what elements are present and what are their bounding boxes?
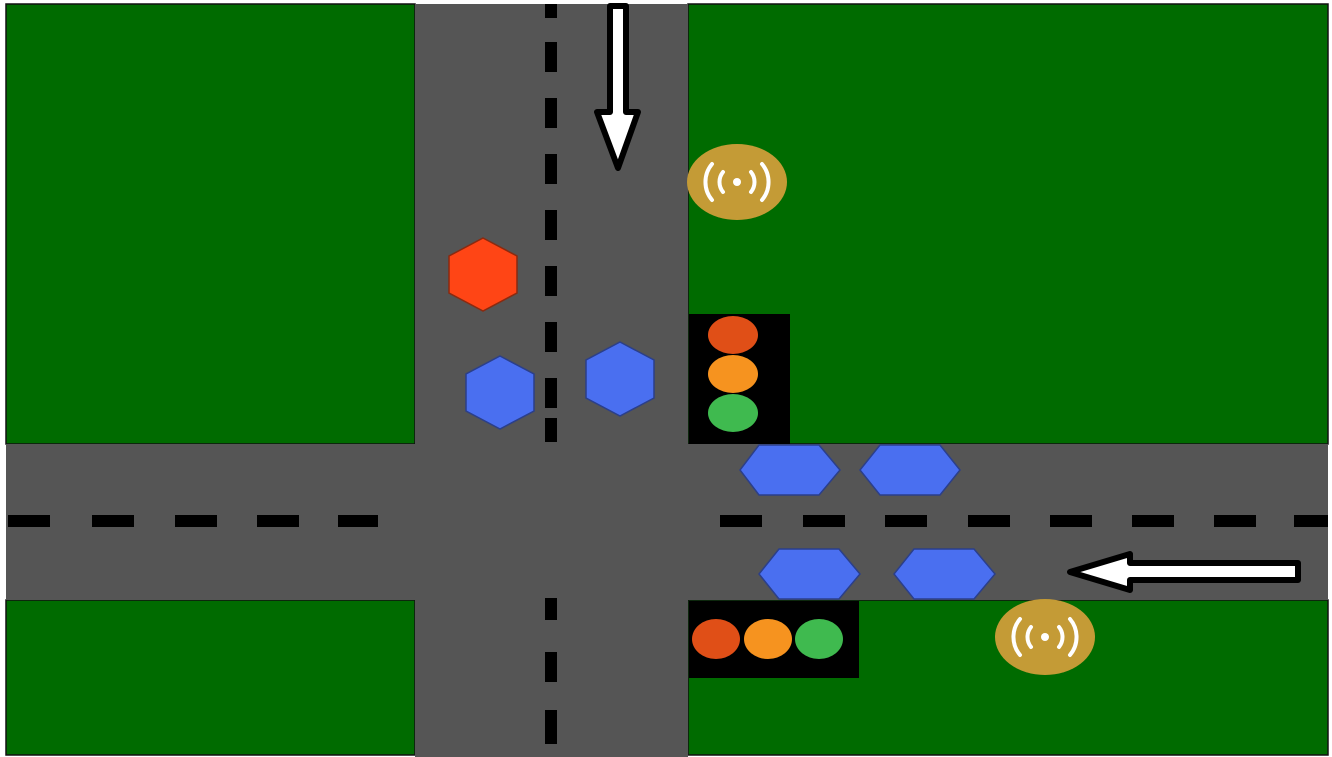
grass-top-left	[6, 4, 415, 444]
lane-dash	[1132, 515, 1174, 527]
lane-dash	[545, 598, 557, 620]
lane-dash	[545, 4, 557, 18]
lane-dash	[1214, 515, 1256, 527]
lane-dash	[545, 378, 557, 408]
vehicle	[740, 445, 840, 495]
east-traffic-light	[689, 601, 859, 678]
lane-dash	[545, 710, 557, 744]
lane-dash	[1294, 515, 1328, 527]
lane-dash	[257, 515, 299, 527]
yellow-lamp	[708, 355, 758, 393]
north-sensor	[687, 144, 787, 220]
red-lamp	[708, 316, 758, 354]
lane-dash	[545, 652, 557, 682]
green-lamp	[708, 394, 758, 432]
lane-dash	[968, 515, 1010, 527]
lane-dash	[92, 515, 134, 527]
vehicle	[860, 445, 960, 495]
lane-dash	[545, 98, 557, 128]
north-traffic-light	[689, 314, 790, 444]
lane-dash	[175, 515, 217, 527]
lane-dash	[885, 515, 927, 527]
vehicle	[894, 549, 995, 599]
yellow-lamp	[744, 619, 792, 659]
grass-bottom-left	[6, 600, 415, 755]
green-lamp	[795, 619, 843, 659]
lane-dash	[8, 515, 50, 527]
lane-dash	[1050, 515, 1092, 527]
lane-dash	[545, 42, 557, 72]
lane-dash	[720, 515, 762, 527]
lane-dash	[545, 210, 557, 240]
lane-dash	[545, 154, 557, 184]
red-lamp	[692, 619, 740, 659]
lane-dash	[338, 515, 378, 527]
lane-dash	[803, 515, 845, 527]
lane-dash	[545, 418, 557, 442]
east-sensor	[995, 599, 1095, 675]
lane-dash	[545, 266, 557, 296]
vehicle	[759, 549, 860, 599]
lane-dash	[545, 322, 557, 352]
